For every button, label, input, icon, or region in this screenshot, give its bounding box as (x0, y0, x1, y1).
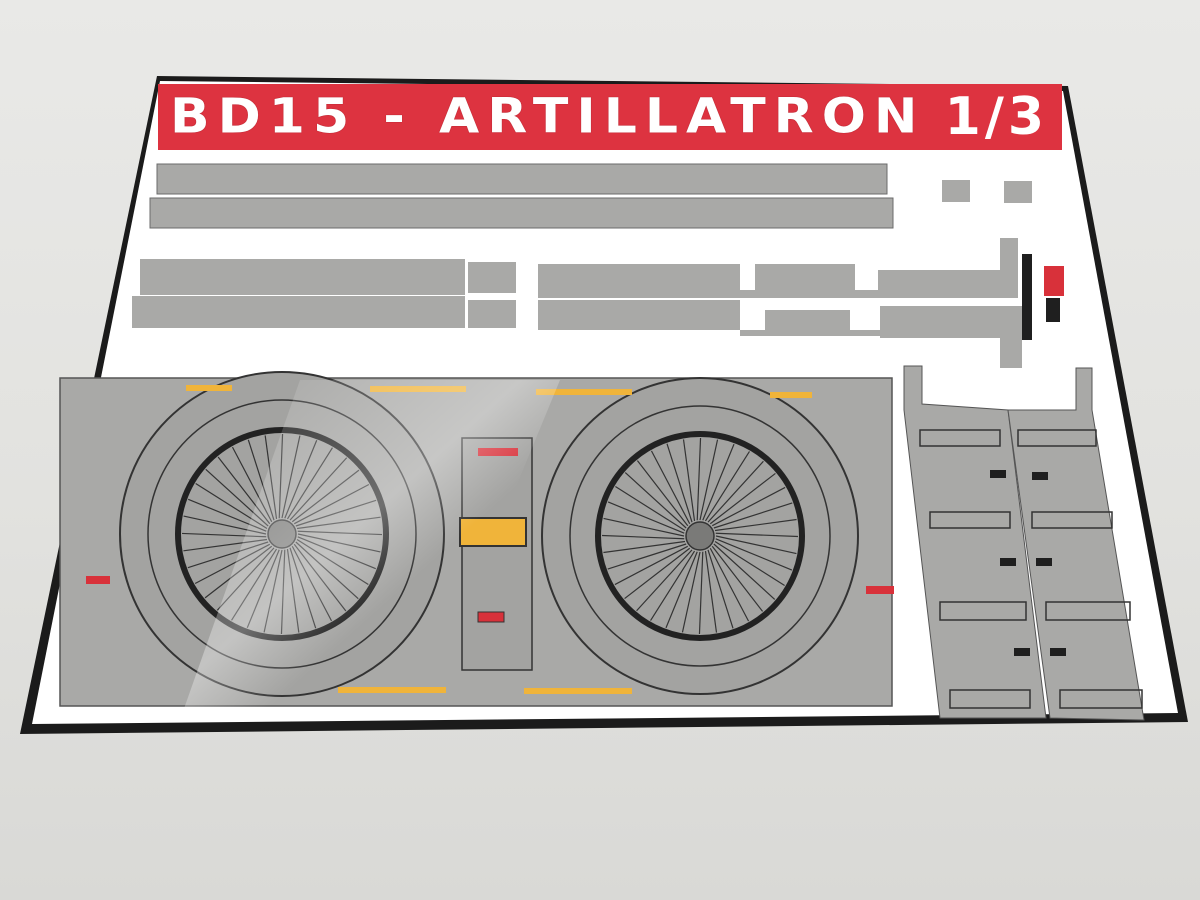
turbine-blade (603, 540, 686, 554)
turbine-blade (707, 549, 734, 629)
turbine-blade (707, 460, 764, 523)
side-panel-left (903, 365, 1047, 719)
turbine-blade (666, 443, 693, 523)
turbine-blade (650, 550, 696, 621)
turbine-blade (711, 545, 764, 612)
turbine-blade (601, 534, 685, 540)
turbine-panel-red-accents (86, 576, 894, 594)
decal-strip-row-1 (156, 163, 888, 195)
decal-strip-row-2 (149, 197, 894, 229)
sheet-scale: 1/3 (944, 87, 1048, 147)
sheet-title: BD15 - ARTILLATRON (170, 89, 926, 145)
decal-black-bar (1022, 254, 1032, 340)
side-panel-right (1007, 367, 1145, 721)
turbine-blade (636, 549, 693, 612)
turbine-blade (715, 535, 797, 555)
decal-small-square-2 (1004, 181, 1032, 203)
turbine-blade (650, 450, 691, 525)
turbine-blade (696, 437, 702, 521)
sheet-gloss (180, 380, 560, 720)
turbine-blade (715, 538, 793, 571)
turbine-blade (698, 551, 704, 635)
turbine-blade (682, 439, 696, 522)
turbine-blade (603, 517, 685, 537)
turbine-blade (614, 545, 689, 586)
turbine-blade (624, 472, 687, 529)
title-banner (158, 84, 1062, 150)
turbine-blade (607, 543, 687, 570)
turbine-blade (607, 501, 685, 534)
turbine-blade (699, 439, 719, 521)
turbine-blade (636, 460, 689, 527)
turbine-blade (709, 547, 750, 622)
turbine-blade (713, 543, 776, 600)
turbine-blade (714, 540, 785, 586)
turbine-blade (681, 551, 701, 633)
decal-small-square-1 (942, 180, 970, 202)
turbine-blade (702, 443, 735, 521)
turbine-blade (711, 486, 786, 527)
turbine-right (541, 377, 859, 695)
decal-strip-row-4 (132, 296, 1022, 368)
decal-red-bar-top (1044, 266, 1064, 296)
turbine-blade (704, 550, 718, 633)
turbine-blade (715, 532, 799, 538)
turbine-blade (615, 486, 686, 532)
decal-strip-row-3 (140, 238, 1018, 298)
turbine-blade (624, 547, 691, 600)
sheet-title-bar: BD15 - ARTILLATRON 1/3 (158, 84, 1062, 150)
turbine-blade (665, 551, 698, 629)
turbine-blade (714, 518, 797, 532)
turbine-blade (704, 451, 750, 522)
turbine-blade (709, 472, 776, 525)
decal-black-bar-short (1046, 298, 1060, 322)
turbine-blade (713, 502, 793, 529)
